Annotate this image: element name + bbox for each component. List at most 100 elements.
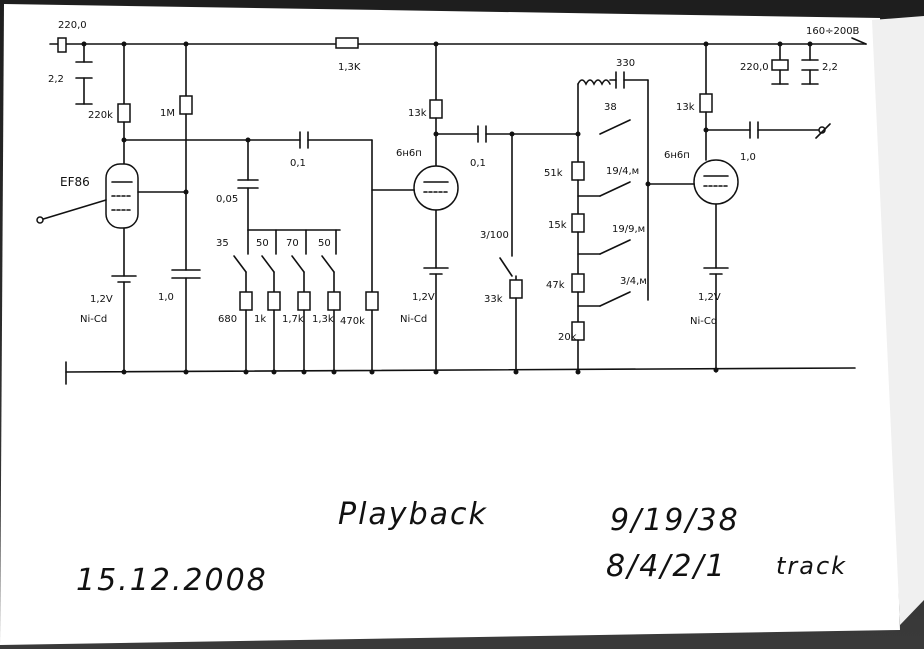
s3-tube-label: 6н6п <box>664 150 690 161</box>
eq-switch-blade-4 <box>321 255 335 273</box>
eq-speed-1: 35 <box>216 238 229 249</box>
ladder-top-cap-label: 330 <box>616 58 635 69</box>
eq-resistor-4 <box>327 291 341 311</box>
ladder-switch-1 <box>599 181 631 197</box>
eq-speed-3: 70 <box>286 238 299 249</box>
s3-anode-resistor <box>699 93 713 113</box>
eq-speed-4: 50 <box>318 238 331 249</box>
junction-dot <box>243 369 249 375</box>
s3-output-arrow <box>815 123 831 139</box>
junction-dot <box>301 369 307 375</box>
junction-dot <box>777 41 783 47</box>
ladder-switch-top-label: 38 <box>604 102 617 113</box>
junction-dot <box>183 369 189 375</box>
ladder-switch-2 <box>599 239 631 255</box>
top-resistor <box>335 37 359 49</box>
ladder-switch-label-2: 19/9,м <box>612 224 645 235</box>
ladder-switch-top <box>599 119 631 135</box>
s3-tube <box>693 159 739 205</box>
date-note: 15.12.2008 <box>76 563 268 598</box>
s1-screen-resistor <box>179 95 193 115</box>
eq-switch-blade-3 <box>291 255 305 273</box>
filter-cap-label: 220,0 <box>740 62 769 73</box>
s1-anode-resistor <box>117 103 131 123</box>
junction-dot <box>183 41 189 47</box>
s1-cathode-label: 1,2V <box>90 294 113 305</box>
filter-cap2-label: 2,2 <box>822 62 838 73</box>
junction-dot <box>271 369 277 375</box>
filter-cap <box>771 59 789 71</box>
ladder-res-label-4: 20k <box>558 332 577 343</box>
s1-input-terminal <box>36 216 44 224</box>
ef86-label: EF86 <box>60 175 90 189</box>
junction-dot <box>645 181 651 187</box>
junction-dot <box>433 369 439 375</box>
s2-switch-blade <box>499 257 513 277</box>
junction-dot <box>121 369 127 375</box>
eq-resistor-5 <box>365 291 379 311</box>
eq-switch-blade-1 <box>233 255 247 273</box>
junction-dot <box>369 369 375 375</box>
ladder-switch-label-3: 3/4,м <box>620 276 647 287</box>
s2-cathode-label: 1,2V <box>412 292 435 303</box>
s1-cathode-note: Ni-Cd <box>80 314 107 325</box>
junction-dot <box>703 41 709 47</box>
eq-switch-group <box>233 229 337 273</box>
tracks-numbers: 8/4/2/1 <box>606 549 727 584</box>
junction-dot <box>81 41 87 47</box>
ladder-res-label-2: 15k <box>548 220 567 231</box>
junction-dot <box>575 131 581 137</box>
s3-cathode-note: Ni-Cd <box>690 316 717 327</box>
input-cap-label: 220,0 <box>58 20 87 31</box>
eq-resistor-group <box>239 271 379 373</box>
supply-arrow-top <box>851 37 867 45</box>
junction-dot <box>121 137 127 143</box>
eq-switch-blade-2 <box>261 255 275 273</box>
title-playback: Playback <box>338 497 488 532</box>
input-cap-small-label: 2,2 <box>48 74 64 85</box>
tracks-word: track <box>776 552 847 580</box>
eq-resistor-1 <box>239 291 253 311</box>
junction-dot <box>513 369 519 375</box>
s1-input-lead <box>39 199 107 221</box>
junction-dot <box>703 127 709 133</box>
s2-anode-resistor-label: 13k <box>408 108 427 119</box>
s2-switch-resistor <box>509 279 523 299</box>
s2-coupling-cap-label: 0,1 <box>470 158 486 169</box>
junction-dot <box>245 137 251 143</box>
eq-speed-2: 50 <box>256 238 269 249</box>
ladder-switch-3 <box>599 291 631 307</box>
eq-res-label-2: 1k <box>254 314 266 325</box>
junction-dot <box>433 41 439 47</box>
top-resistor-label: 1,3K <box>338 62 361 73</box>
s2-tube-label: 6н6п <box>396 148 422 159</box>
junction-dots <box>81 41 783 375</box>
ladder-resistor-3 <box>571 273 585 293</box>
junction-dot <box>183 189 189 195</box>
s1-screen-cap-label: 1,0 <box>158 292 174 303</box>
eq-res-label-5: 470k <box>340 316 365 327</box>
s3-anode-resistor-label: 13k <box>676 102 695 113</box>
eq-res-label-3: 1,7k <box>282 314 304 325</box>
paper-sheet <box>0 4 900 645</box>
supply-voltage-label: 160÷200B <box>806 26 860 37</box>
s2-tube <box>413 165 459 211</box>
ladder-res-label-1: 51k <box>544 168 563 179</box>
ladder-switch-label-1: 19/4,м <box>606 166 639 177</box>
s2-cathode-note: Ni-Cd <box>400 314 427 325</box>
ladder-resistor-2 <box>571 213 585 233</box>
junction-dot <box>331 369 337 375</box>
s2-switch-label: 3/100 <box>480 230 509 241</box>
s2-switch-resistor-label: 33k <box>484 294 503 305</box>
s1-anode-resistor-label: 220k <box>88 110 113 121</box>
eq-res-label-1: 680 <box>218 314 237 325</box>
s1-screen-resistor-label: 1M <box>160 108 175 119</box>
junction-dot <box>509 131 515 137</box>
junction-dot <box>121 41 127 47</box>
s3-cathode-label: 1,2V <box>698 292 721 303</box>
eq-resistor-2 <box>267 291 281 311</box>
ladder-resistor-1 <box>571 161 585 181</box>
speeds-note: 9/19/38 <box>610 503 740 538</box>
ladder-inductor <box>577 79 611 86</box>
